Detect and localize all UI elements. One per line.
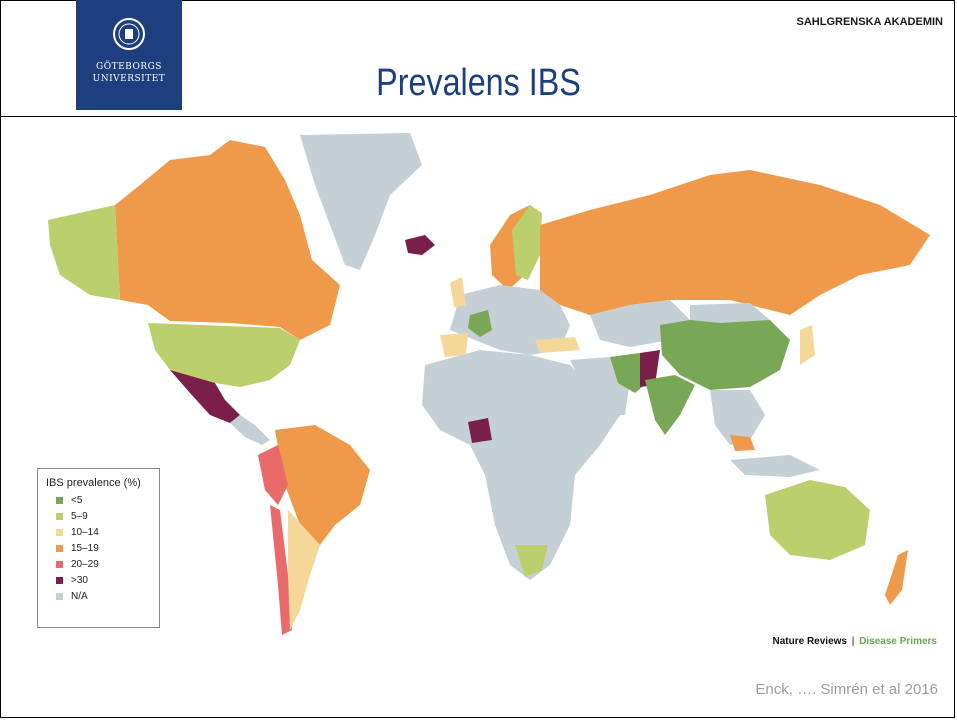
legend-swatch: [56, 544, 63, 552]
map-region-south-africa: [515, 545, 548, 577]
source-credit: Nature Reviews | Disease Primers: [773, 636, 938, 647]
legend-item: 5–9: [46, 508, 159, 524]
legend-swatch: [56, 560, 63, 568]
map-region-sweden-finland: [512, 205, 542, 280]
legend-label: 15–19: [71, 542, 99, 554]
faculty-label: SAHLGRENSKA AKADEMIN: [796, 16, 943, 28]
map-region-southeast-asia: [710, 390, 765, 445]
header-divider: [0, 116, 957, 117]
legend-swatch: [56, 576, 63, 584]
map-region-india: [645, 375, 695, 435]
credit-journal: Nature Reviews: [772, 636, 847, 647]
legend-item: <5: [46, 492, 159, 508]
slide-title: Prevalens IBS: [376, 62, 581, 104]
legend-label: <5: [71, 494, 83, 506]
legend-item: 15–19: [46, 540, 159, 556]
logo-text-line1: GÖTEBORGS: [96, 62, 162, 72]
legend: IBS prevalence (%) <5 5–9 10–14 15–19 20…: [37, 468, 160, 628]
map-region-chile: [270, 505, 292, 635]
legend-label: 10–14: [71, 526, 99, 538]
legend-item: >30: [46, 572, 159, 588]
map-region-argentina: [288, 510, 320, 630]
map-region-mongolia: [690, 303, 770, 323]
legend-swatch: [56, 528, 63, 536]
map-region-alaska: [48, 205, 120, 300]
legend-item: 20–29: [46, 556, 159, 572]
map-region-usa: [148, 323, 300, 387]
map-region-indonesia: [730, 455, 820, 477]
map-region-iberia: [440, 333, 468, 357]
map-region-peru: [258, 445, 288, 505]
map-region-africa: [422, 350, 620, 580]
legend-label: 20–29: [71, 558, 99, 570]
map-region-mexico: [170, 370, 240, 423]
map-region-greenland: [300, 133, 422, 270]
map-region-japan: [800, 325, 815, 365]
legend-label: >30: [71, 574, 88, 586]
legend-title: IBS prevalence (%): [46, 477, 141, 489]
legend-label: 5–9: [71, 510, 88, 522]
legend-swatch: [56, 512, 63, 520]
map-region-iceland: [405, 235, 435, 255]
logo-text-line2: UNIVERSITET: [92, 74, 166, 84]
map-region-malaysia: [730, 435, 755, 451]
map-region-uk: [450, 277, 466, 307]
map-region-france: [468, 310, 492, 337]
citation: Enck, …. Simrén et al 2016: [755, 681, 938, 698]
credit-series: Disease Primers: [859, 636, 937, 647]
legend-swatch: [56, 496, 63, 504]
map-region-russia: [540, 170, 930, 315]
map-region-brazil: [275, 425, 370, 545]
legend-label: N/A: [71, 590, 88, 602]
map-region-canada: [115, 140, 340, 340]
legend-item: N/A: [46, 588, 159, 604]
map-region-nigeria: [468, 418, 492, 443]
map-region-china: [660, 315, 790, 390]
map-region-pakistan: [640, 350, 660, 387]
map-region-central-america: [230, 415, 270, 445]
university-logo: GÖTEBORGS UNIVERSITET: [76, 0, 182, 110]
map-region-turkey: [535, 337, 580, 353]
legend-swatch: [56, 592, 63, 600]
world-map: [48, 133, 930, 635]
map-region-new-zealand: [885, 550, 908, 605]
legend-item: 10–14: [46, 524, 159, 540]
university-seal-icon: [113, 18, 145, 50]
map-region-australia: [765, 480, 870, 560]
credit-separator: |: [851, 636, 855, 647]
map-region-europe: [450, 285, 570, 355]
